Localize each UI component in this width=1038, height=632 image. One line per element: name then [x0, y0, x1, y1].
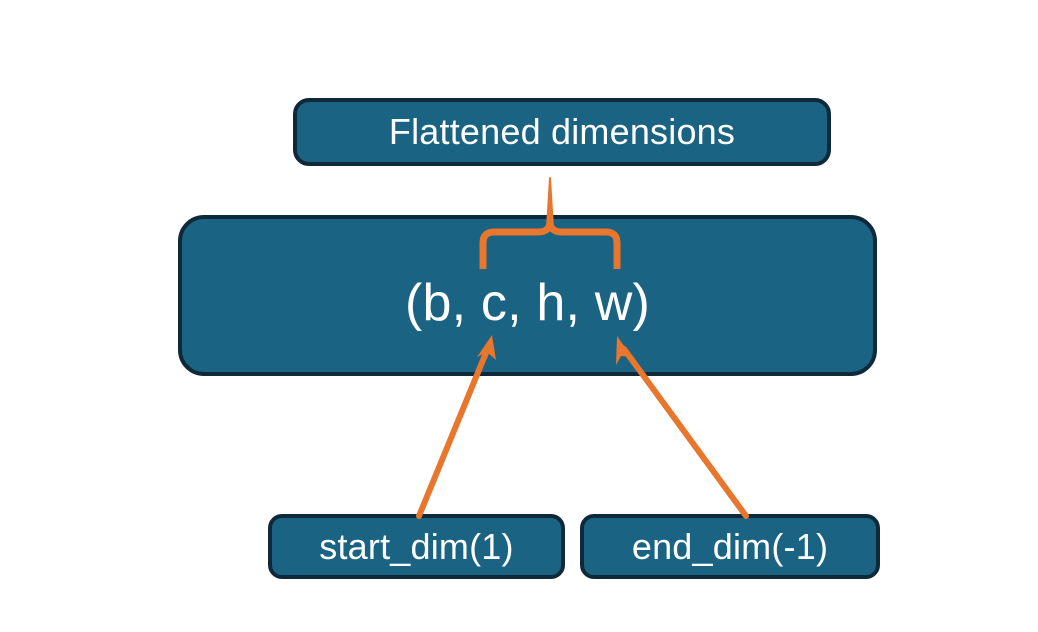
- tensor-shape-label: (b, c, h, w): [404, 274, 651, 332]
- end-dim-label: end_dim(-1): [631, 525, 829, 567]
- start-dim-label: start_dim(1): [319, 525, 514, 567]
- end-dim-box: end_dim(-1): [580, 514, 880, 579]
- start-dim-box: start_dim(1): [268, 514, 565, 579]
- tensor-shape-box: (b, c, h, w): [178, 215, 877, 376]
- flattened-dimensions-label: Flattened dimensions: [388, 111, 736, 152]
- flattened-dimensions-box: Flattened dimensions: [293, 98, 831, 166]
